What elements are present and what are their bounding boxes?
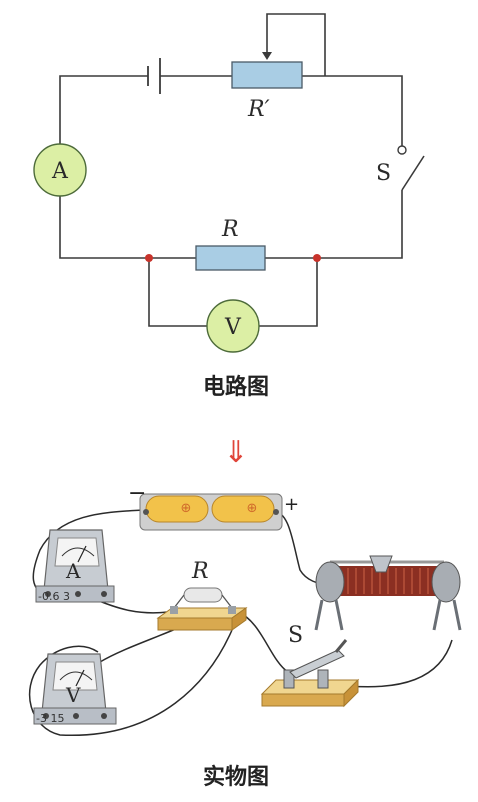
resistor-symbol: [195, 245, 266, 271]
rheostat-label: R′: [247, 97, 270, 122]
physical-resistor: [156, 587, 248, 631]
down-arrow-icon: ⇓: [223, 435, 248, 470]
ammeter-symbol: [33, 143, 87, 197]
physical-ammeter-letter: A: [65, 559, 81, 583]
physical-diagram: ⊕ ⊕ − + A -0.6 3 V -3 15: [28, 481, 462, 790]
battery-symbol: [147, 58, 161, 94]
voltmeter-symbol: [206, 299, 260, 353]
junction-dot-right: [313, 254, 321, 262]
schematic-diagram: R′ A S R V 电路图: [33, 13, 425, 400]
physical-switch-label: S: [288, 623, 303, 648]
switch-label: S: [376, 161, 391, 186]
battery-cell-mark-2: ⊕: [247, 501, 258, 516]
battery-pack: ⊕ ⊕: [139, 493, 283, 531]
voltmeter-branch-wire: [148, 258, 318, 327]
physical-voltmeter: [33, 653, 117, 725]
slider-arrow-icon: [262, 52, 272, 60]
battery-plus-sign: +: [284, 494, 299, 515]
battery-cell-mark-1: ⊕: [181, 501, 192, 516]
physical-resistor-label: R: [191, 559, 209, 584]
battery-minus-sign: −: [128, 481, 146, 506]
switch-symbol: [397, 145, 425, 191]
voltmeter-scale-label: -3 15: [36, 712, 64, 725]
physical-voltmeter-letter: V: [65, 683, 81, 707]
ammeter-letter: A: [51, 159, 69, 184]
physical-caption: 实物图: [203, 764, 269, 790]
ammeter-scale-label: -0.6 3: [38, 590, 70, 603]
voltmeter-letter: V: [224, 315, 242, 340]
physical-switch: [260, 639, 360, 708]
schematic-caption: 电路图: [203, 374, 269, 400]
schematic-wire-loop: [59, 75, 403, 259]
resistor-label: R: [221, 217, 239, 242]
physical-ammeter: [35, 529, 115, 603]
rheostat-symbol: [231, 61, 303, 89]
junction-dot-left: [145, 254, 153, 262]
physical-rheostat: [314, 555, 462, 631]
rheostat-slider-wire: [266, 13, 326, 76]
